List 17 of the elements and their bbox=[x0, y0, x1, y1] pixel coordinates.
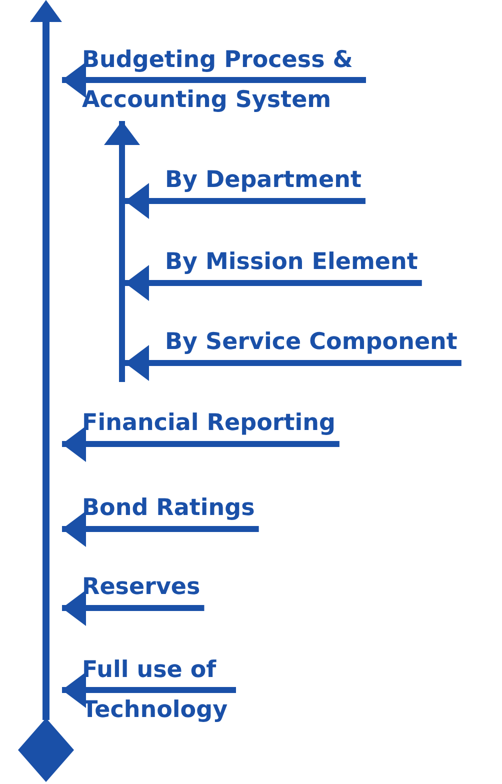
arrow bbox=[62, 426, 340, 462]
item-label: By Mission Element bbox=[165, 242, 418, 282]
arrow bbox=[104, 121, 140, 152]
arrow bbox=[62, 672, 236, 708]
arrow bbox=[125, 265, 422, 301]
arrow bbox=[125, 345, 462, 381]
arrow bbox=[62, 590, 204, 626]
item-label: Financial Reporting bbox=[82, 403, 336, 443]
item-label: By Service Component bbox=[165, 322, 458, 362]
item-label: Reserves bbox=[82, 567, 200, 607]
arrow bbox=[125, 183, 366, 219]
item-label: Bond Ratings bbox=[82, 488, 255, 528]
item-label: Full use of Technology bbox=[82, 650, 232, 730]
arrow bbox=[62, 511, 259, 547]
item-label: Budgeting Process & Accounting System bbox=[82, 40, 362, 120]
arrow bbox=[62, 62, 366, 98]
item-label: By Department bbox=[165, 160, 362, 200]
